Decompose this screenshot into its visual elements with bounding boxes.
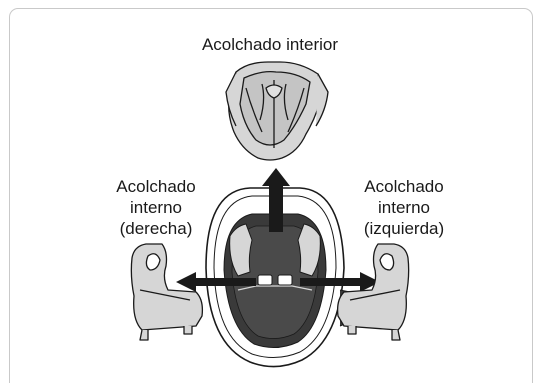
label-cheek-pad-right: Acolchado interno (derecha) bbox=[86, 176, 226, 239]
label-line: interno bbox=[334, 197, 474, 218]
cheek-pad-left bbox=[338, 244, 409, 340]
label-line: (izquierda) bbox=[334, 218, 474, 239]
interior-pad-top bbox=[226, 62, 328, 160]
cheek-pad-right bbox=[131, 244, 202, 340]
label-line: interno bbox=[86, 197, 226, 218]
label-interior-pad: Acolchado interior bbox=[190, 34, 350, 55]
label-line: Acolchado bbox=[86, 176, 226, 197]
label-line: (derecha) bbox=[86, 218, 226, 239]
label-line: Acolchado bbox=[334, 176, 474, 197]
label-interior-pad-text: Acolchado interior bbox=[190, 34, 350, 55]
label-cheek-pad-left: Acolchado interno (izquierda) bbox=[334, 176, 474, 239]
